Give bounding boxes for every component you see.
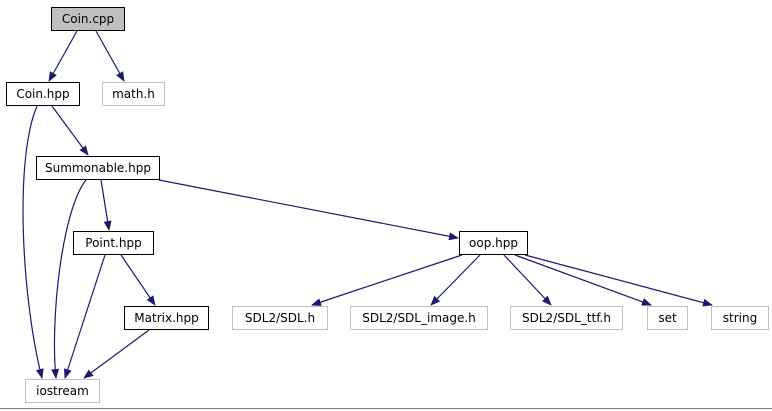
- edge-summonable-hpp-to-oop-hpp: [158, 179, 459, 241]
- node-label-oop-hpp: oop.hpp: [469, 236, 518, 250]
- node-summonable-hpp[interactable]: Summonable.hpp: [36, 156, 160, 180]
- node-label-point-hpp: Point.hpp: [85, 236, 141, 250]
- node-coin-cpp[interactable]: Coin.cpp: [51, 7, 125, 31]
- edge-point-hpp-to-iostream: [63, 254, 106, 379]
- node-set: set: [647, 306, 688, 330]
- node-box-sdl2-sdl-image-h: [350, 306, 488, 330]
- node-label-summonable-hpp: Summonable.hpp: [45, 161, 151, 175]
- edge-summonable-hpp-to-point-hpp: [100, 179, 112, 231]
- node-label-math-h: math.h: [112, 87, 155, 101]
- node-label-set: set: [658, 311, 677, 325]
- edge-oop-hpp-to-string: [524, 254, 713, 307]
- node-label-coin-cpp: Coin.cpp: [62, 12, 114, 26]
- node-box-matrix-hpp[interactable]: [124, 306, 209, 330]
- node-iostream: iostream: [25, 379, 100, 403]
- edge-oop-hpp-to-sdl2-sdl-ttf-h: [503, 254, 552, 306]
- node-box-string: [711, 306, 769, 330]
- edge-coin-hpp-to-iostream: [22, 105, 44, 379]
- node-label-string: string: [723, 311, 757, 325]
- node-box-coin-hpp[interactable]: [6, 82, 80, 106]
- node-string: string: [711, 306, 769, 330]
- node-box-coin-cpp[interactable]: [51, 7, 125, 31]
- node-label-matrix-hpp: Matrix.hpp: [134, 311, 198, 325]
- node-math-h: math.h: [102, 82, 165, 106]
- edge-point-hpp-to-matrix-hpp: [120, 254, 156, 306]
- node-point-hpp[interactable]: Point.hpp: [73, 231, 154, 255]
- node-box-sdl2-sdl-h: [232, 306, 328, 330]
- node-box-math-h: [102, 82, 165, 106]
- edge-oop-hpp-to-sdl2-sdl-h: [311, 254, 463, 306]
- bottom-divider: [0, 408, 772, 409]
- node-sdl2-sdl-image-h: SDL2/SDL_image.h: [350, 306, 488, 330]
- edge-matrix-hpp-to-iostream: [83, 329, 150, 379]
- node-box-set: [647, 306, 688, 330]
- edge-coin-cpp-to-coin-hpp: [48, 30, 78, 82]
- edge-oop-hpp-to-sdl2-sdl-image-h: [430, 254, 481, 306]
- node-matrix-hpp[interactable]: Matrix.hpp: [124, 306, 209, 330]
- node-box-oop-hpp[interactable]: [459, 231, 528, 255]
- node-label-sdl2-sdl-ttf-h: SDL2/SDL_ttf.h: [522, 311, 611, 325]
- edge-summonable-hpp-to-iostream: [51, 179, 87, 379]
- node-sdl2-sdl-h: SDL2/SDL.h: [232, 306, 328, 330]
- edge-oop-hpp-to-set: [514, 254, 652, 306]
- node-label-sdl2-sdl-h: SDL2/SDL.h: [245, 311, 315, 325]
- node-sdl2-sdl-ttf-h: SDL2/SDL_ttf.h: [510, 306, 623, 330]
- node-box-iostream: [25, 379, 100, 403]
- node-label-coin-hpp: Coin.hpp: [16, 87, 69, 101]
- node-box-point-hpp[interactable]: [73, 231, 154, 255]
- edges-layer: [22, 30, 713, 379]
- node-label-sdl2-sdl-image-h: SDL2/SDL_image.h: [362, 311, 476, 325]
- edge-coin-hpp-to-summonable-hpp: [51, 105, 89, 156]
- node-box-summonable-hpp[interactable]: [36, 156, 160, 180]
- node-coin-hpp[interactable]: Coin.hpp: [6, 82, 80, 106]
- node-label-iostream: iostream: [36, 384, 89, 398]
- node-oop-hpp[interactable]: oop.hpp: [459, 231, 528, 255]
- node-box-sdl2-sdl-ttf-h: [510, 306, 623, 330]
- edge-coin-cpp-to-math-h: [95, 30, 125, 82]
